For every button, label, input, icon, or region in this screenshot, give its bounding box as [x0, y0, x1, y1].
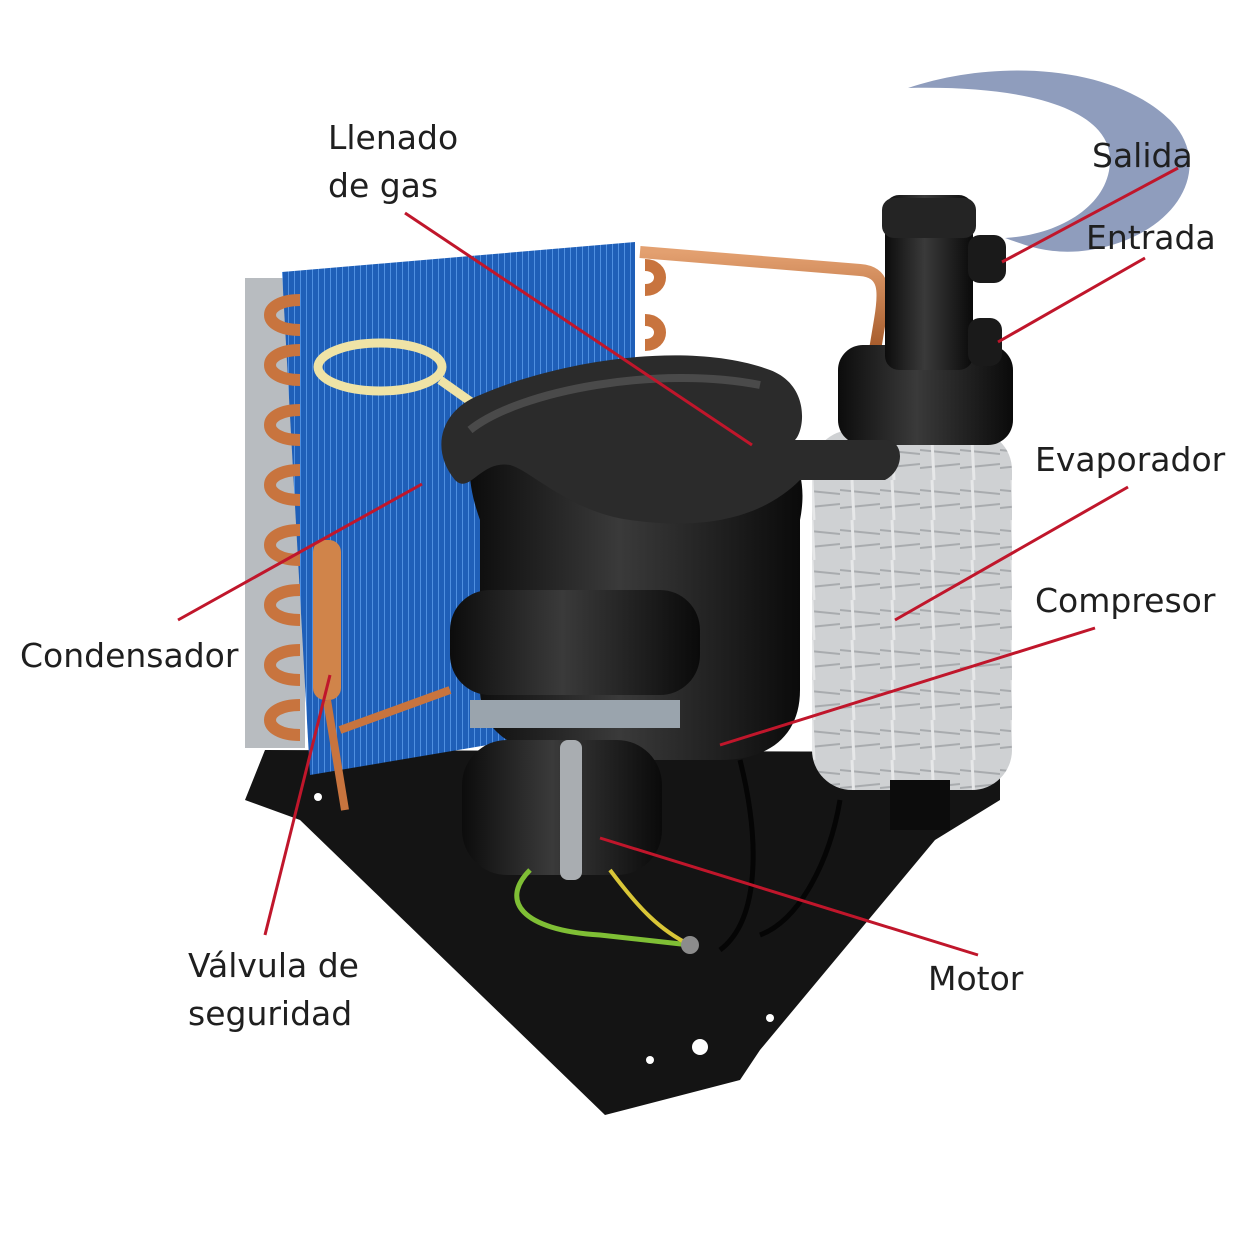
label-entrada: Entrada	[1086, 218, 1216, 257]
label-llenado-line1: Llenado	[328, 118, 459, 157]
leader-evaporador	[894, 485, 1129, 622]
capacitor	[450, 590, 700, 695]
evaporator-neck	[885, 195, 973, 370]
leader-motor	[599, 836, 979, 957]
copper-pipe-top	[639, 246, 889, 351]
base-hole	[766, 1014, 774, 1022]
leader-llenado	[404, 211, 753, 447]
leader-condensador	[177, 482, 423, 622]
capacitor-bracket	[470, 700, 680, 728]
ground-wire	[608, 868, 691, 947]
power-cable	[718, 759, 843, 952]
leader-lines	[177, 166, 1179, 957]
insulated-pipe	[441, 355, 900, 524]
leader-compresor	[719, 626, 1096, 747]
leader-valvula	[263, 674, 332, 936]
label-evaporador: Evaporador	[1035, 440, 1226, 479]
evaporator-feet	[890, 780, 950, 830]
label-valvula-line1: Válvula de	[188, 946, 359, 985]
label-condensador: Condensador	[20, 636, 239, 675]
label-llenado-de-gas: Llenado de gas	[328, 114, 458, 210]
ground-terminal	[681, 936, 699, 954]
label-valvula-line2: seguridad	[188, 994, 353, 1033]
evaporator-cap	[838, 345, 1013, 445]
base-hole	[314, 793, 322, 801]
label-motor: Motor	[928, 959, 1024, 998]
leader-salida	[1001, 166, 1179, 264]
label-valvula-de-seguridad: Válvula de seguridad	[188, 942, 359, 1038]
outlet-port	[968, 235, 1006, 283]
copper-pipe-lower	[323, 686, 452, 811]
capillary-coil	[313, 338, 447, 396]
insulated-pipe-highlight	[467, 374, 761, 434]
label-compresor: Compresor	[1035, 581, 1216, 620]
base-plate	[245, 750, 1000, 1115]
base-hole	[646, 1056, 654, 1064]
label-salida: Salida	[1092, 136, 1193, 175]
accent-crescent	[908, 70, 1190, 252]
inlet-port	[968, 318, 1002, 366]
ground-wire	[514, 868, 691, 948]
motor-strap	[560, 740, 582, 880]
label-llenado-line2: de gas	[328, 166, 439, 205]
base-hole	[692, 1039, 708, 1055]
safety-valve-body	[313, 540, 341, 700]
leader-entrada	[997, 256, 1146, 344]
evaporator-top-ring	[882, 198, 976, 238]
